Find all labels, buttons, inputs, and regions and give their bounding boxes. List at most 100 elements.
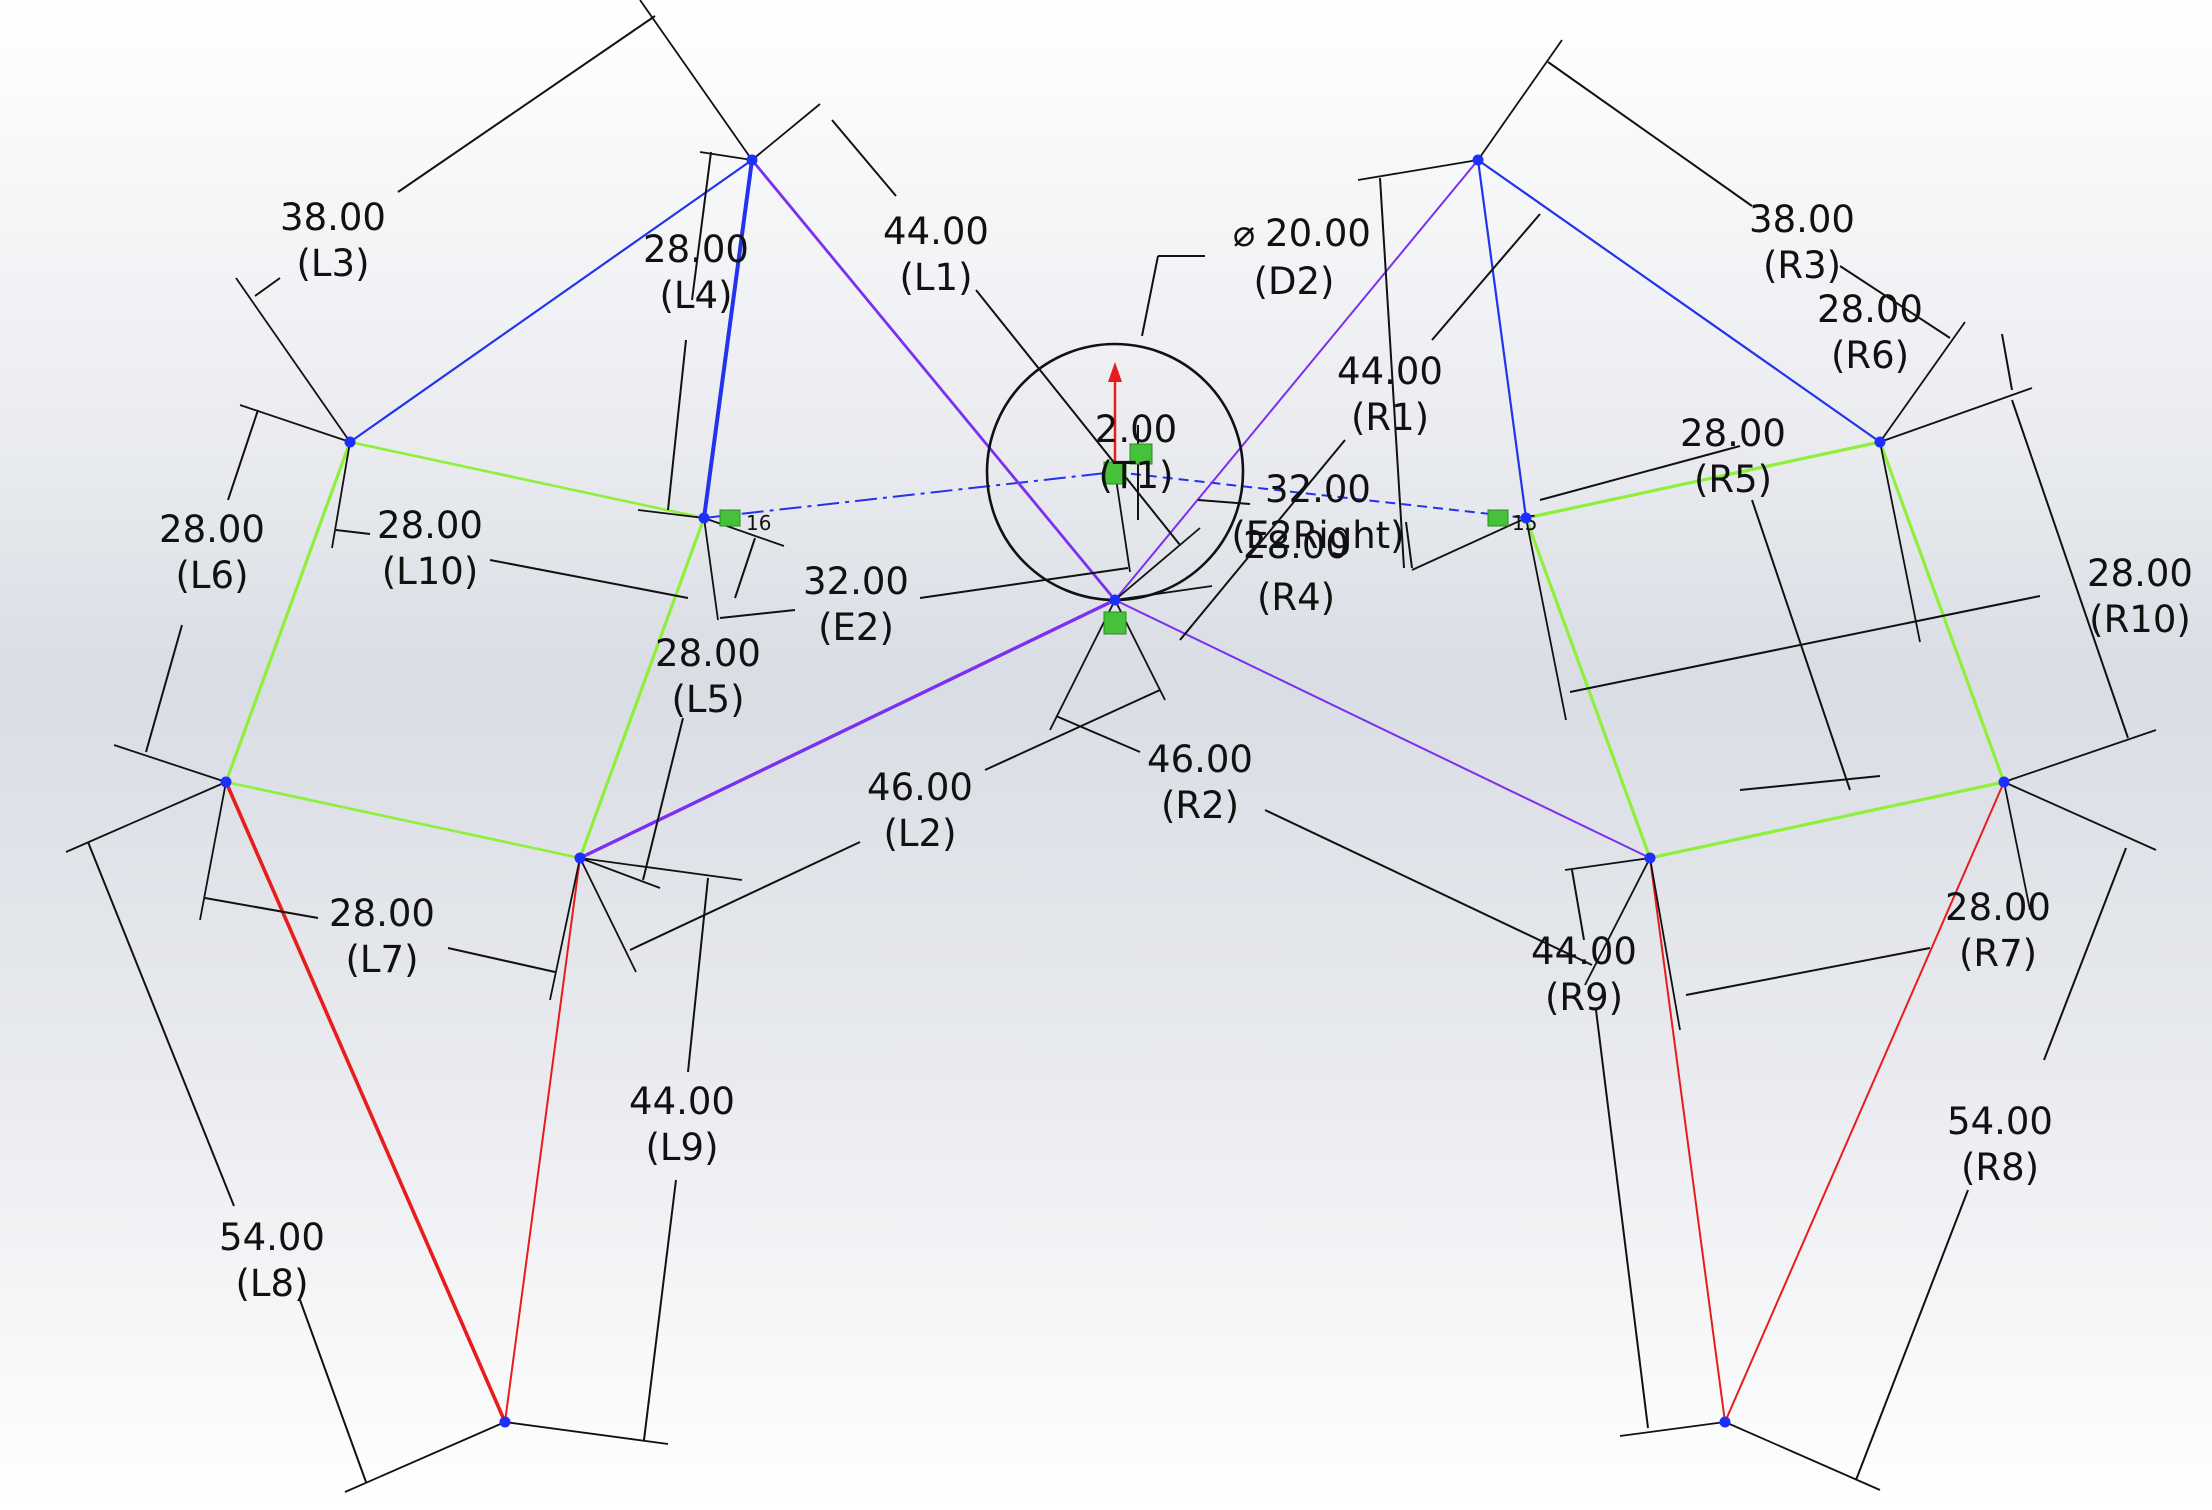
joints xyxy=(220,154,2010,1428)
joint[interactable] xyxy=(698,512,710,524)
dimension-R3[interactable]: 38.00 (R3) xyxy=(1749,198,1855,287)
dimension-value: 32.00 xyxy=(803,560,909,603)
marker-label-left: 16 xyxy=(746,511,771,535)
joint[interactable] xyxy=(1472,154,1484,166)
dimension-D2[interactable]: ⌀ 20.00 (D2) xyxy=(1233,212,1371,303)
constraint-marker-left[interactable] xyxy=(719,509,741,527)
dimension-R7[interactable]: 28.00 (R7) xyxy=(1945,886,2051,975)
dimension-label: (R10) xyxy=(2089,598,2191,641)
dimension-label: (L7) xyxy=(345,938,418,981)
dimension-E2Right[interactable]: 32.00 (E2Right) xyxy=(1231,468,1404,557)
dimension-L2[interactable]: 46.00 (L2) xyxy=(867,766,973,855)
dimension-L10[interactable]: 28.00 (L10) xyxy=(377,504,483,593)
dimension-label: (L4) xyxy=(659,274,732,317)
construction-line-right[interactable] xyxy=(1114,471,1527,519)
constraint-marker-lower[interactable] xyxy=(1103,611,1127,635)
joint[interactable] xyxy=(220,776,232,788)
dimension-R8[interactable]: 54.00 (R8) xyxy=(1947,1100,2053,1189)
dimension-value: 28.00 xyxy=(1680,412,1786,455)
dimension-label: (R8) xyxy=(1961,1146,2039,1189)
dimension-L9[interactable]: 44.00 (L9) xyxy=(629,1080,735,1169)
dimension-R6[interactable]: 28.00 (R6) xyxy=(1817,288,1923,377)
dimension-label: (E2) xyxy=(818,606,894,649)
dimension-L4[interactable]: 28.00 (L4) xyxy=(643,228,749,317)
joint[interactable] xyxy=(1644,852,1656,864)
construction-line-left[interactable] xyxy=(703,471,1116,519)
joint[interactable] xyxy=(1520,512,1532,524)
dimension-lines xyxy=(65,0,2157,1493)
dimension-value: 44.00 xyxy=(629,1080,735,1123)
link-R6[interactable] xyxy=(1878,441,2006,783)
dimension-value: 38.00 xyxy=(280,196,386,239)
dimension-value: 46.00 xyxy=(1147,738,1253,781)
dimension-R1[interactable]: 44.00 (R1) xyxy=(1337,350,1443,439)
dimension-R9[interactable]: 44.00 (R9) xyxy=(1531,930,1637,1019)
dimension-label: (L6) xyxy=(175,554,248,597)
dimension-value: 20.00 xyxy=(1265,212,1371,255)
link-R8[interactable] xyxy=(1724,781,2005,1423)
link-L2[interactable] xyxy=(579,598,1116,860)
dimension-value: 2.00 xyxy=(1095,408,1177,451)
link-R4[interactable] xyxy=(1476,159,1528,519)
link-L1[interactable] xyxy=(750,159,1117,601)
dimension-E2[interactable]: 32.00 (E2) xyxy=(803,560,909,649)
dimension-labels: 38.00 (L3) 28.00 (L4) 44.00 (L1) 28.00 (… xyxy=(159,196,2193,1305)
dimension-R10[interactable]: 28.00 (R10) xyxy=(2087,552,2193,641)
link-R3[interactable] xyxy=(1477,159,1881,443)
link-R1[interactable] xyxy=(1114,159,1479,601)
dimension-label: (R6) xyxy=(1831,334,1909,377)
dimension-label: (L1) xyxy=(899,256,972,299)
dimension-value: 32.00 xyxy=(1265,468,1371,511)
joint[interactable] xyxy=(746,154,758,166)
dimension-value: 28.00 xyxy=(1817,288,1923,331)
joint[interactable] xyxy=(1998,776,2010,788)
dimension-label: (R4) xyxy=(1257,576,1335,619)
dimension-value: 28.00 xyxy=(329,892,435,935)
link-L8[interactable] xyxy=(224,781,507,1423)
joint[interactable] xyxy=(1109,594,1121,606)
dimension-L3[interactable]: 38.00 (L3) xyxy=(280,196,386,285)
joint[interactable] xyxy=(1719,1416,1731,1428)
link-L9[interactable] xyxy=(504,857,581,1423)
link-R10[interactable] xyxy=(1525,440,1881,520)
link-R9[interactable] xyxy=(1649,857,1726,1423)
joint[interactable] xyxy=(1874,436,1886,448)
joint[interactable] xyxy=(499,1416,511,1428)
dimension-T1[interactable]: 2.00 (T1) xyxy=(1095,408,1177,497)
dimension-L1[interactable]: 44.00 (L1) xyxy=(883,210,989,299)
link-L4[interactable] xyxy=(702,159,754,519)
dimension-label: (R2) xyxy=(1161,784,1239,827)
dimension-value: 28.00 xyxy=(2087,552,2193,595)
dimension-value: 44.00 xyxy=(883,210,989,253)
constraint-marker-top[interactable] xyxy=(1129,443,1153,465)
dimension-R4[interactable]: 28.00 (R4) xyxy=(1243,524,1349,619)
dimension-value: 28.00 xyxy=(159,508,265,551)
link-L10[interactable] xyxy=(349,440,705,520)
constraint-marker-center[interactable] xyxy=(1103,461,1127,485)
dimension-value: 46.00 xyxy=(867,766,973,809)
link-L6[interactable] xyxy=(224,441,352,783)
dimension-value: 38.00 xyxy=(1749,198,1855,241)
dimension-value: 54.00 xyxy=(219,1216,325,1259)
dimension-L6[interactable]: 28.00 (L6) xyxy=(159,508,265,597)
link-L3[interactable] xyxy=(349,159,753,443)
dimension-L8[interactable]: 54.00 (L8) xyxy=(219,1216,325,1305)
dimension-R2[interactable]: 46.00 (R2) xyxy=(1147,738,1253,827)
dimension-label: (R7) xyxy=(1959,932,2037,975)
dimension-L5[interactable]: 28.00 (L5) xyxy=(655,632,761,721)
dimension-label: (L10) xyxy=(382,550,479,593)
link-R2[interactable] xyxy=(1114,599,1651,859)
joint[interactable] xyxy=(574,852,586,864)
dimension-R5[interactable]: 28.00 (R5) xyxy=(1680,412,1786,501)
constraint-marker-right[interactable] xyxy=(1487,509,1509,527)
link-L7[interactable] xyxy=(225,780,581,860)
link-R7[interactable] xyxy=(1649,780,2005,860)
dimension-label: (R9) xyxy=(1545,976,1623,1019)
link-L5[interactable] xyxy=(578,517,706,859)
dimension-label: (R1) xyxy=(1351,396,1429,439)
dimension-value: 28.00 xyxy=(1945,886,2051,929)
joint[interactable] xyxy=(344,436,356,448)
dimension-value: 28.00 xyxy=(377,504,483,547)
dimension-value: 28.00 xyxy=(1243,524,1349,567)
dimension-L7[interactable]: 28.00 (L7) xyxy=(329,892,435,981)
